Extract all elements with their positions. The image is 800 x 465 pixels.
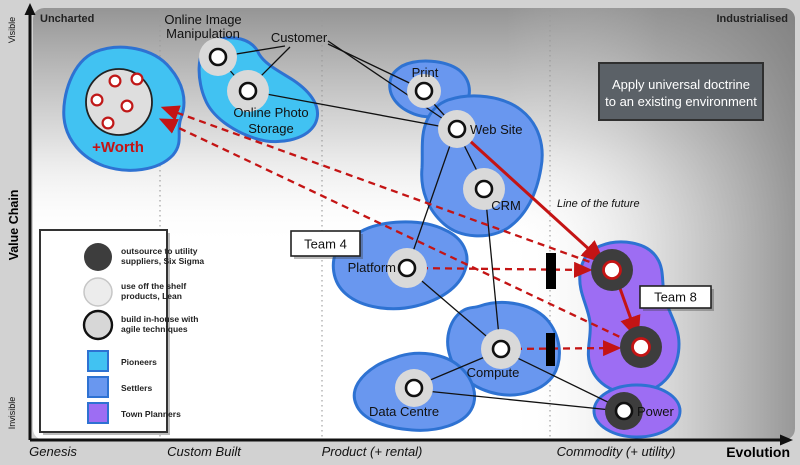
worth-cluster: [85, 68, 153, 136]
label-team4: Team 4: [304, 237, 347, 252]
label-customer: Customer: [271, 30, 328, 45]
worth-dot: [120, 99, 134, 113]
label-team8: Team 8: [654, 290, 697, 305]
legend: outsource to utility suppliers, Six Sigm…: [39, 229, 204, 435]
doctrine-annotation: Apply universal doctrine to an existing …: [598, 62, 764, 121]
legend-item-3-line1: Pioneers: [121, 357, 157, 367]
x-axis-title: Evolution: [726, 444, 790, 460]
inertia-bar-top: [546, 253, 556, 289]
legend-item-1-line1: use off the shelf: [121, 281, 186, 291]
label-worth: +Worth: [92, 139, 144, 156]
worth-dot: [101, 116, 115, 130]
label-web-site: Web Site: [470, 122, 523, 137]
node-print: [407, 74, 441, 108]
legend-item-0-line2: suppliers, Six Sigma: [121, 256, 204, 266]
inertia-bar-bottom: [546, 333, 555, 366]
legend-outline-circle: [82, 309, 114, 341]
dashed-team8top-to-worth: [160, 105, 613, 272]
label-line-of-future: Line of the future: [557, 198, 640, 210]
y-axis-invisible: Invisible: [7, 397, 17, 430]
component-nodes: [199, 38, 662, 430]
label-online-photo-line1: Online Photo: [233, 105, 308, 120]
label-online-image-line1: Online Image: [164, 12, 241, 27]
y-axis-visible: Visible: [7, 17, 17, 43]
node-web-site: [438, 110, 476, 148]
node-labels: Online Image Manipulation Customer Onlin…: [92, 12, 674, 419]
line-of-future-path: [457, 129, 641, 341]
label-power: Power: [637, 404, 675, 419]
node-online-photo-storage: [227, 70, 269, 112]
label-uncharted: Uncharted: [40, 13, 94, 25]
team8-annotation: Team 8: [639, 285, 714, 311]
legend-item-2-line1: build in-house with: [121, 314, 198, 324]
x-axis-arrow: [780, 434, 793, 446]
red-team8top-to-team8bottom: [615, 279, 641, 341]
dashed-team8bottom-to-worth: [158, 118, 642, 349]
stage-genesis: Genesis: [29, 444, 77, 459]
legend-dark-circle: [84, 243, 112, 271]
legend-settlers-square: [87, 376, 109, 398]
node-team8-bottom: [620, 326, 662, 368]
worth-dot: [90, 93, 104, 107]
label-online-image-line2: Manipulation: [166, 26, 240, 41]
node-platform: [387, 248, 427, 288]
label-data-centre: Data Centre: [369, 404, 439, 419]
legend-item-4-line1: Settlers: [121, 383, 152, 393]
y-axis-arrow: [24, 3, 36, 15]
node-data-centre: [395, 369, 433, 407]
future-links: [158, 105, 642, 357]
label-online-photo-line2: Storage: [248, 121, 294, 136]
node-team8-top: [591, 249, 633, 291]
legend-item-0-line1: outsource to utility: [121, 246, 198, 256]
y-axis-title: Value Chain: [7, 190, 21, 261]
dashed-platform-to-team8top: [408, 261, 593, 278]
stage-product: Product (+ rental): [322, 444, 423, 459]
legend-item-2-line2: agile techniques: [121, 324, 188, 334]
worth-circle: [85, 68, 153, 136]
node-compute: [481, 329, 521, 369]
legend-item-5-line1: Town Planners: [121, 409, 181, 419]
worth-dot: [130, 72, 144, 86]
red-website-to-team8top: [457, 129, 606, 265]
label-crm: CRM: [491, 198, 521, 213]
label-compute: Compute: [467, 365, 520, 380]
node-online-image-manipulation: [199, 38, 237, 76]
node-power: [605, 392, 643, 430]
node-crm: [463, 168, 505, 210]
legend-pioneers-square: [87, 350, 109, 372]
doctrine-line1: Apply universal doctrine: [612, 77, 750, 92]
team4-annotation: Team 4: [290, 230, 363, 259]
legend-item-1-line2: products, Lean: [121, 291, 182, 301]
doctrine-line2: to an existing environment: [605, 94, 757, 109]
stage-commodity: Commodity (+ utility): [557, 444, 676, 459]
label-print: Print: [412, 65, 439, 80]
legend-town-planners-square: [87, 402, 109, 424]
label-platform: Platform: [348, 260, 396, 275]
worth-dot: [108, 74, 122, 88]
legend-light-circle: [83, 277, 113, 307]
label-industrialised: Industrialised: [716, 13, 788, 25]
axes: Visible Value Chain Invisible Genesis Cu…: [7, 3, 793, 460]
stage-custom-built: Custom Built: [167, 444, 242, 459]
